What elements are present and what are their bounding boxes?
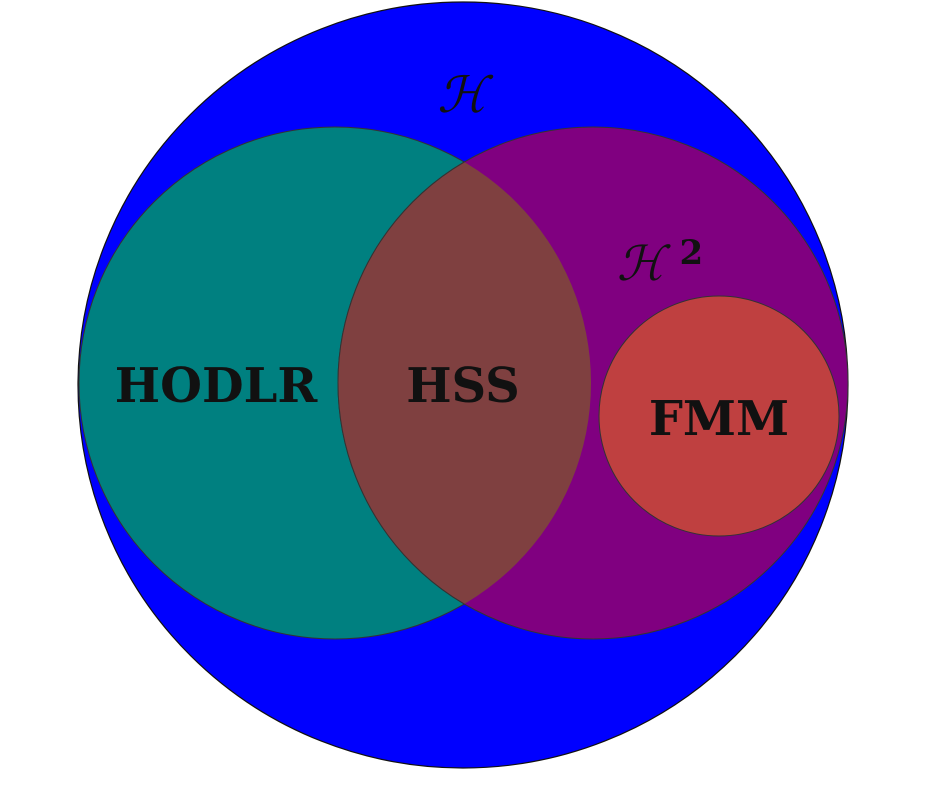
h2-label-base: ℋ: [617, 236, 671, 292]
hss-label: HSS: [406, 358, 520, 414]
fmm-label: FMM: [649, 391, 789, 447]
h2-label-exponent: 2: [680, 233, 704, 273]
hodlr-label: HODLR: [115, 358, 319, 414]
fmm-set-region: [598, 295, 840, 537]
hss-set-region: [337, 127, 591, 639]
h2-matrix-label: ℋ 2: [617, 233, 703, 292]
h-matrix-label: ℋ: [437, 66, 494, 124]
